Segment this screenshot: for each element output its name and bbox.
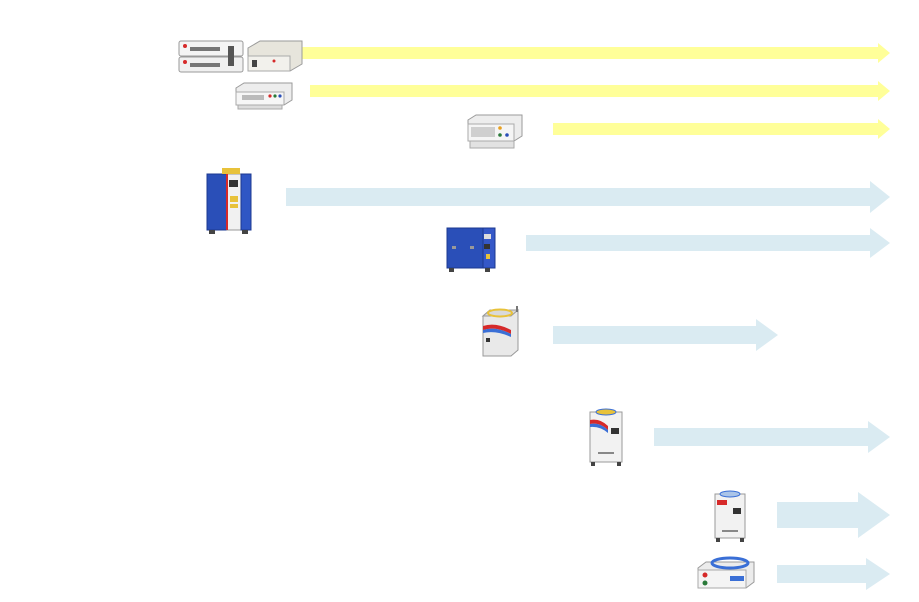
arrow-row-9	[777, 558, 890, 590]
rack-power-supply-pair-image	[178, 40, 244, 73]
blue-cabinet-laser-wide-image	[446, 227, 496, 272]
arrow-row-3	[553, 119, 890, 139]
arrow-row-2	[310, 81, 890, 101]
arrow-row-4	[286, 181, 890, 213]
arrow-row-6	[553, 319, 778, 351]
arrow-row-1	[300, 43, 890, 63]
blue-cabinet-laser-tall-image	[206, 168, 252, 234]
fiber-laser-unit-slim-image	[714, 490, 746, 542]
arrow-row-7	[654, 421, 890, 453]
rack-power-supply-compact-image	[235, 82, 293, 110]
fiber-laser-unit-cube-image	[481, 306, 520, 357]
fiber-laser-desktop-image	[697, 556, 755, 589]
fiber-laser-unit-tall-image	[589, 408, 623, 466]
rack-power-supply-panel-image	[467, 114, 523, 149]
arrow-row-5	[526, 228, 890, 258]
arrow-row-8	[777, 492, 890, 538]
rack-power-supply-beige-image	[247, 40, 303, 72]
